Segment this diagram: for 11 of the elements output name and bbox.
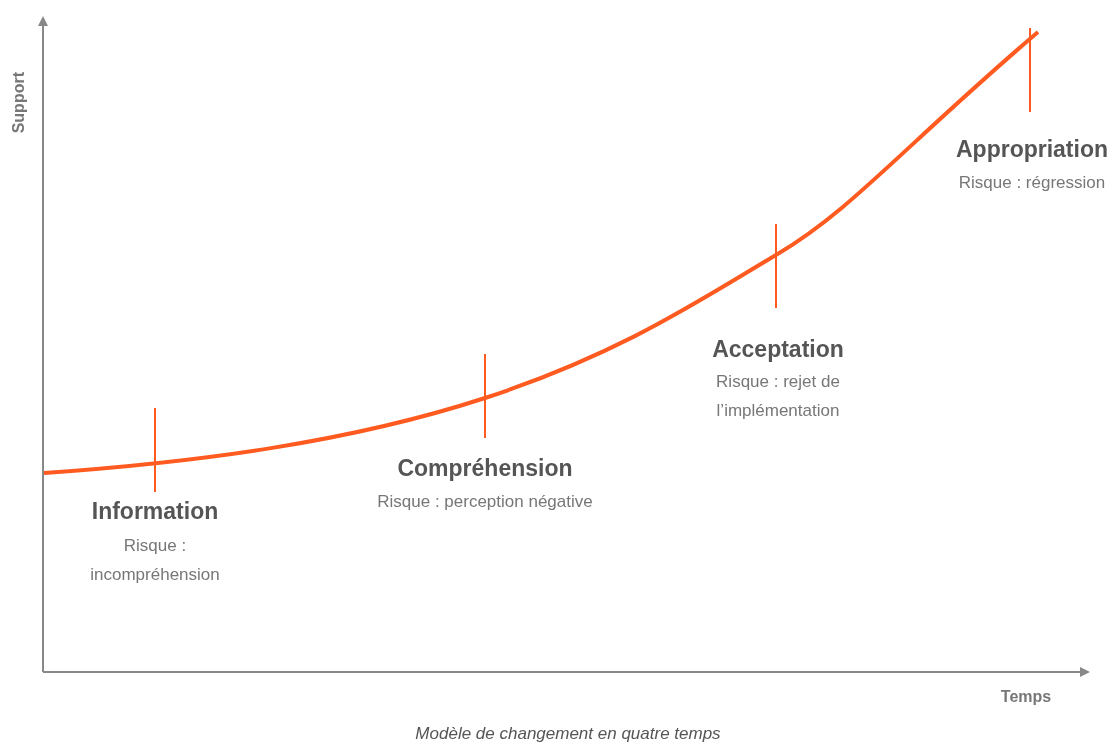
axis-label: Support [10, 72, 28, 134]
axis-label: Temps [999, 688, 1053, 706]
risk-text: Risque : régression [957, 172, 1107, 194]
stage-title: Acceptation [711, 336, 845, 363]
stage-title: Information [90, 498, 220, 525]
risk-text: Risque : perception négative [376, 491, 594, 513]
stage-title: Appropriation [954, 136, 1109, 163]
risk-text: Risque : incompréhension [89, 535, 221, 586]
risk-text: Risque : rejet de l’implémentation [715, 371, 841, 422]
stage-title: Compréhension [396, 455, 574, 482]
caption: Modèle de changement en quatre temps [414, 724, 722, 744]
